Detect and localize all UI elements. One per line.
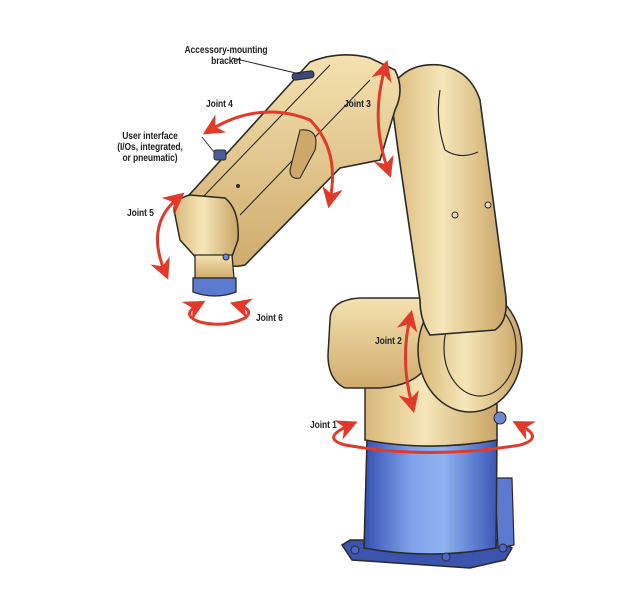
joint1-label: Joint 1 [310, 420, 337, 431]
leader-lines [201, 57, 301, 153]
joint4-arrow [202, 110, 343, 209]
label-line: User interface [122, 131, 178, 142]
joint6-arrow [181, 298, 254, 326]
joint6-label: Joint 6 [256, 313, 283, 324]
wrist-assembly [173, 194, 239, 297]
label-line: (I/Os, integrated, [117, 142, 183, 153]
joint5-label: Joint 5 [127, 208, 154, 219]
joint3-label: Joint 3 [344, 99, 371, 110]
base-pedestal [340, 439, 515, 569]
joint1-arrow [332, 420, 537, 454]
joint5-arrow [150, 192, 185, 280]
label-line: bracket [211, 56, 241, 67]
accessory-bracket-label: Accessory-mounting bracket [184, 45, 269, 67]
user-interface-label: User interface (I/Os, integrated, or pne… [108, 131, 193, 164]
joint-motion-arrows [150, 59, 537, 454]
label-line: Accessory-mounting [184, 45, 268, 56]
joint4-label: Joint 4 [206, 99, 233, 110]
joint3-arrow [371, 59, 394, 178]
upper-arm [389, 63, 508, 336]
joint2-arrow [396, 309, 419, 414]
label-line: or pneumatic) [122, 153, 178, 164]
joint2-label: Joint 2 [375, 336, 402, 347]
user-interface-port [213, 149, 227, 161]
